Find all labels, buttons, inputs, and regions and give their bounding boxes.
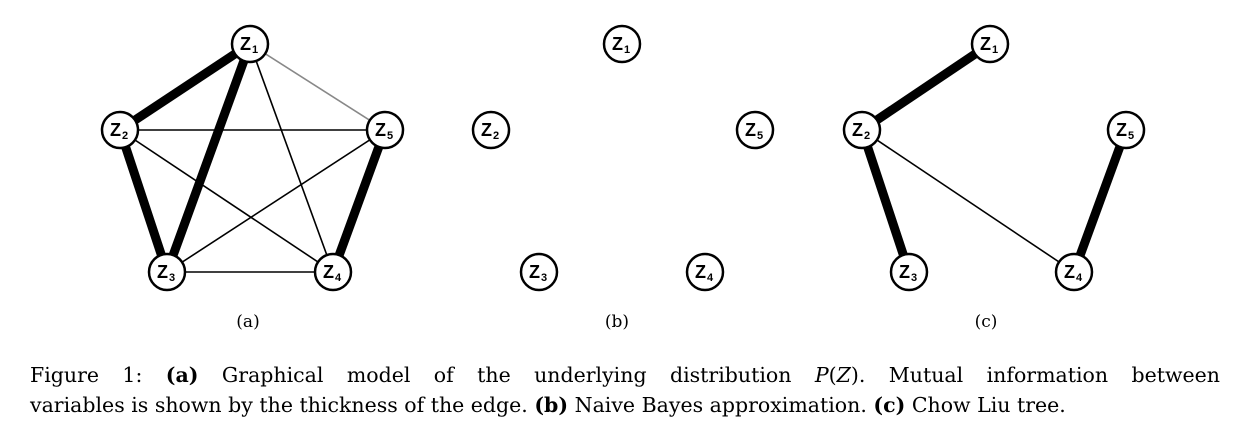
node-label: Z — [240, 34, 251, 54]
edge-c-z4-z5 — [1069, 128, 1131, 274]
node-circle — [1054, 252, 1094, 292]
node-subscript: 1 — [252, 44, 258, 56]
caption-c-text: Chow Liu tree. — [911, 393, 1066, 417]
node-label: Z — [980, 34, 991, 54]
node-circle — [313, 252, 353, 292]
node-subscript: 3 — [911, 272, 917, 284]
caption-b-text: Naive Bayes approximation. — [574, 393, 867, 417]
node-circle — [602, 24, 642, 64]
node-circle — [100, 110, 140, 150]
edge-c-z2-z4 — [861, 129, 1075, 273]
caption-c-tag: (c) — [873, 393, 906, 417]
panel-b-label: (b) — [605, 312, 629, 332]
node-subscript: 5 — [757, 130, 763, 142]
node-label: Z — [1064, 262, 1075, 282]
node-label: Z — [481, 120, 492, 140]
node-label: Z — [323, 262, 334, 282]
node-circle — [889, 252, 929, 292]
node-subscript: 5 — [1128, 130, 1134, 142]
edge-a-z1-z2 — [117, 40, 253, 134]
caption-line-1: Figure 1: (a) Graphical model of the und… — [30, 360, 1220, 390]
node-label: Z — [375, 120, 386, 140]
node-subscript: 4 — [707, 272, 714, 284]
edge-a-z4-z5 — [328, 128, 390, 274]
caption-line-2: variables is shown by the thickness of t… — [30, 390, 1220, 420]
edge-c-z2-z3 — [857, 128, 914, 274]
node-subscript: 1 — [992, 44, 998, 56]
edge-a-z1-z4 — [249, 43, 334, 273]
node-subscript: 5 — [387, 130, 393, 142]
node-circle — [519, 252, 559, 292]
node-label: Z — [899, 262, 910, 282]
edge-a-z3-z5 — [166, 129, 386, 273]
node-subscript: 1 — [624, 44, 630, 56]
caption-math-close: ). — [850, 363, 866, 387]
edge-a-z1-z5 — [249, 43, 386, 131]
figure-caption: Figure 1: (a) Graphical model of the und… — [30, 360, 1220, 420]
node-label: Z — [852, 120, 863, 140]
node-circle — [147, 252, 187, 292]
node-label: Z — [1116, 120, 1127, 140]
node-circle — [970, 24, 1010, 64]
node-subscript: 2 — [493, 130, 499, 142]
node-label: Z — [745, 120, 756, 140]
node-circle — [230, 24, 270, 64]
caption-math-z: Z — [836, 363, 851, 387]
caption-a-text-continued: Mutual information between — [888, 363, 1220, 387]
caption-math-p: P — [814, 363, 829, 387]
node-circle — [1106, 110, 1146, 150]
caption-prefix: Figure 1: — [30, 363, 143, 387]
node-circle — [685, 252, 725, 292]
node-subscript: 4 — [1076, 272, 1083, 284]
panel-a-label: (a) — [236, 312, 259, 332]
node-subscript: 2 — [864, 130, 870, 142]
node-subscript: 4 — [335, 272, 342, 284]
node-circle — [365, 110, 405, 150]
edge-a-z1-z3 — [162, 42, 255, 274]
caption-b-tag: (b) — [534, 393, 569, 417]
caption-a-text-line2: variables is shown by the thickness of t… — [30, 393, 528, 417]
node-circle — [842, 110, 882, 150]
edge-a-z2-z4 — [119, 129, 334, 273]
caption-a-tag: (a) — [165, 363, 199, 387]
node-circle — [735, 110, 775, 150]
node-label: Z — [612, 34, 623, 54]
caption-math-open: ( — [828, 363, 837, 387]
node-label: Z — [110, 120, 121, 140]
edge-c-z1-z2 — [859, 40, 993, 134]
node-label: Z — [695, 262, 706, 282]
node-subscript: 3 — [541, 272, 547, 284]
node-label: Z — [529, 262, 540, 282]
node-subscript: 2 — [122, 130, 128, 142]
panel-c-label: (c) — [975, 312, 998, 332]
node-label: Z — [157, 262, 168, 282]
edge-a-z2-z3 — [115, 128, 172, 274]
node-circle — [471, 110, 511, 150]
caption-a-text: Graphical model of the underlying distri… — [221, 363, 792, 387]
node-subscript: 3 — [169, 272, 175, 284]
